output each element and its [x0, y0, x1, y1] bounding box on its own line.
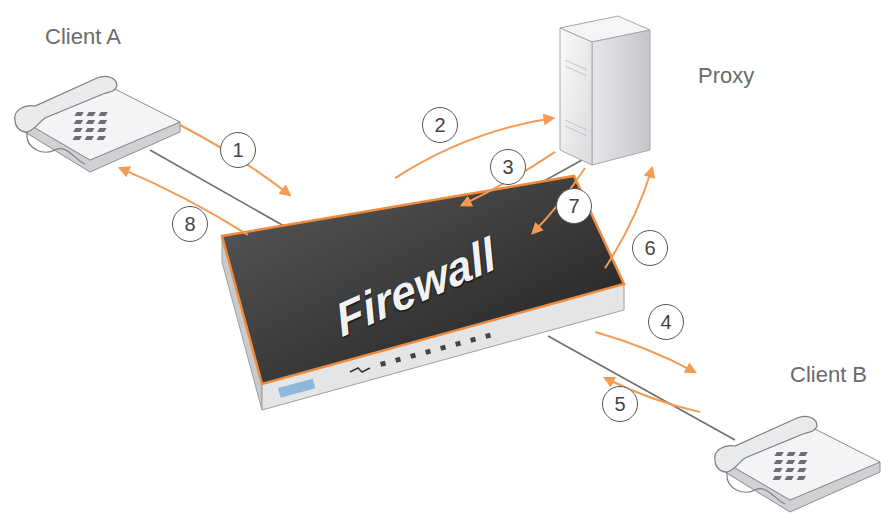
step-number: 1	[220, 132, 256, 168]
firewall-illustration	[222, 176, 624, 410]
cable	[548, 336, 735, 440]
step-number: 2	[422, 107, 458, 143]
client-label: Client B	[790, 362, 867, 388]
server-label: Proxy	[698, 63, 754, 89]
flow-arrow	[180, 125, 290, 195]
flow-arrow	[595, 332, 695, 372]
cable	[150, 150, 284, 226]
node-area: Proxy	[550, 5, 770, 170]
device-label: Firewall	[329, 226, 501, 348]
step-number: 4	[648, 304, 684, 340]
step-number: 5	[602, 386, 638, 422]
node-area: Client A	[10, 20, 210, 170]
step-number: 8	[172, 206, 208, 242]
phone-illustration	[15, 76, 180, 172]
step-number: 6	[632, 230, 668, 266]
client-label: Client A	[45, 24, 121, 50]
step-number: 7	[556, 188, 592, 224]
step-number: 3	[490, 149, 526, 185]
phone-illustration	[715, 416, 880, 512]
node-area: Client B	[690, 350, 880, 520]
server-illustration	[560, 16, 650, 165]
